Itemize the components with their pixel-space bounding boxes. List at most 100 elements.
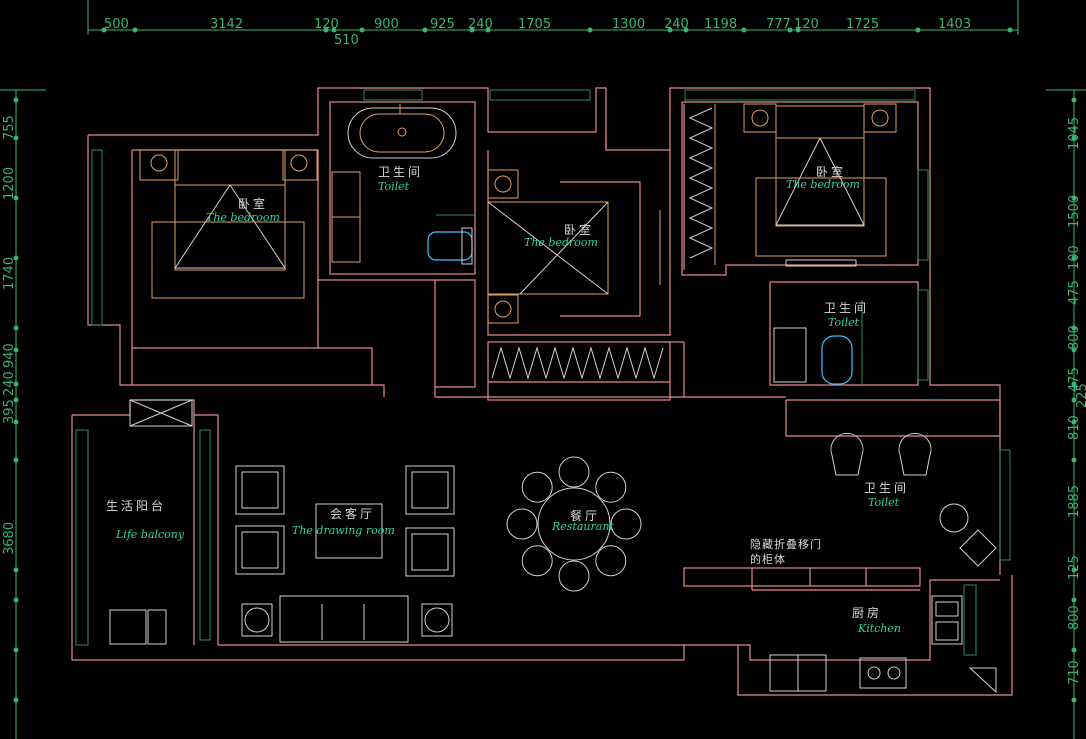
bedroom-right-label-en: The bedroom <box>786 178 860 191</box>
top-dim-4: 925 <box>430 17 455 32</box>
side-tick <box>1071 255 1077 261</box>
right-dim-0: 1045 <box>1067 117 1082 150</box>
top-tick <box>1007 27 1013 33</box>
side-tick <box>1071 347 1077 353</box>
side-tick <box>1071 195 1077 201</box>
cabinet-note-line1: 隐藏折叠移门 <box>750 537 822 551</box>
living-label-en: The drawing room <box>292 524 395 537</box>
top-tick <box>132 27 138 33</box>
dining-chair <box>558 456 590 488</box>
side-tick <box>1071 697 1077 703</box>
bedroom-right-label: 卧室 <box>816 164 846 179</box>
top-dim-7: 1300 <box>612 17 645 32</box>
left-dim-2: 1740 <box>2 257 17 290</box>
top-tick <box>741 27 747 33</box>
side-tick <box>1071 567 1077 573</box>
bed-right <box>743 103 897 267</box>
toilet-right-label-en: Toilet <box>828 316 860 329</box>
left-dim-0: 755 <box>2 115 17 140</box>
bed-left <box>139 149 318 299</box>
side-tick <box>13 97 19 103</box>
side-tick <box>1071 325 1077 331</box>
dining-table <box>506 456 642 592</box>
toilet-right-fixtures <box>773 300 863 385</box>
top-tick <box>787 27 793 33</box>
right-dim-8: 1885 <box>1067 485 1082 518</box>
kitchen-label: 厨房 <box>852 605 882 620</box>
side-tick <box>1071 419 1077 425</box>
top-tick <box>485 27 491 33</box>
side-tick <box>13 135 19 141</box>
bed-mid <box>487 169 661 324</box>
bath-stools <box>830 433 997 567</box>
side-tick <box>1071 457 1077 463</box>
windows <box>75 89 1011 656</box>
toilet-big-label-en: Toilet <box>868 496 900 509</box>
side-tick <box>1071 135 1077 141</box>
side-tick <box>13 381 19 387</box>
side-tick <box>13 325 19 331</box>
left-dimension-line: 755 1200 1740 940 240 395 3680 <box>0 89 46 739</box>
side-tick <box>13 597 19 603</box>
cabinet-note-line2: 的柜体 <box>750 552 786 566</box>
left-dim-1: 1200 <box>2 167 17 200</box>
bedroom-mid-label-en: The bedroom <box>524 236 598 249</box>
side-tick <box>13 697 19 703</box>
top-dim-6: 1705 <box>518 17 551 32</box>
top-dim-3: 900 <box>374 17 399 32</box>
living-label: 会客厅 <box>330 506 375 521</box>
side-tick <box>13 195 19 201</box>
bathtub <box>331 104 473 265</box>
toilet-top-label: 卫生间 <box>378 165 423 179</box>
left-dim-3: 940 <box>2 343 17 368</box>
top-dim-0: 500 <box>104 17 129 32</box>
top-dim-13: 1403 <box>938 17 971 32</box>
top-tick <box>469 27 475 33</box>
side-tick <box>1071 97 1077 103</box>
side-tick <box>13 457 19 463</box>
right-dim-11: 710 <box>1067 660 1082 685</box>
right-dim-10: 800 <box>1067 605 1082 630</box>
side-tick <box>13 419 19 425</box>
left-dim-5: 395 <box>2 399 17 424</box>
bedroom-mid-label: 卧室 <box>564 222 594 237</box>
toilet-big-label: 卫生间 <box>864 481 909 495</box>
dining-chair <box>558 560 590 592</box>
right-dim-6: 225 <box>1075 383 1086 408</box>
top-tick <box>359 27 365 33</box>
right-dim-4: 800 <box>1067 325 1082 350</box>
side-tick <box>13 567 19 573</box>
top-dim-sub: 510 <box>334 33 359 48</box>
top-tick <box>915 27 921 33</box>
dining-chair <box>506 508 538 540</box>
right-dim-5: 475 <box>1067 367 1082 392</box>
balcony-label-en: Life balcony <box>115 528 185 541</box>
dining-chair <box>521 471 553 503</box>
balcony-fixtures <box>109 399 193 645</box>
side-tick <box>13 647 19 653</box>
right-dim-3: 475 <box>1067 280 1082 305</box>
side-tick <box>13 397 19 403</box>
balcony-label: 生活阳台 <box>106 498 166 513</box>
top-dim-10: 777 <box>766 17 791 32</box>
top-tick <box>101 27 107 33</box>
left-dim-6: 3680 <box>2 522 17 555</box>
side-tick <box>13 255 19 261</box>
top-dimension-line: 500 3142 120 900 925 240 1705 1300 240 1… <box>87 0 1019 48</box>
top-tick <box>331 27 337 33</box>
side-tick <box>1071 597 1077 603</box>
dining-chair <box>595 471 627 503</box>
top-tick <box>683 27 689 33</box>
dining-chair <box>595 545 627 577</box>
top-tick <box>323 27 329 33</box>
top-dim-9: 1198 <box>704 17 737 32</box>
top-dim-8: 240 <box>664 17 689 32</box>
dining-label-en: Restaurant <box>551 520 614 533</box>
top-tick <box>587 27 593 33</box>
top-dim-5: 240 <box>468 17 493 32</box>
right-dim-7: 810 <box>1067 415 1082 440</box>
kitchen-fixtures <box>769 595 997 694</box>
toilet-right-label: 卫生间 <box>824 301 869 315</box>
wardrobe-column <box>688 104 716 265</box>
